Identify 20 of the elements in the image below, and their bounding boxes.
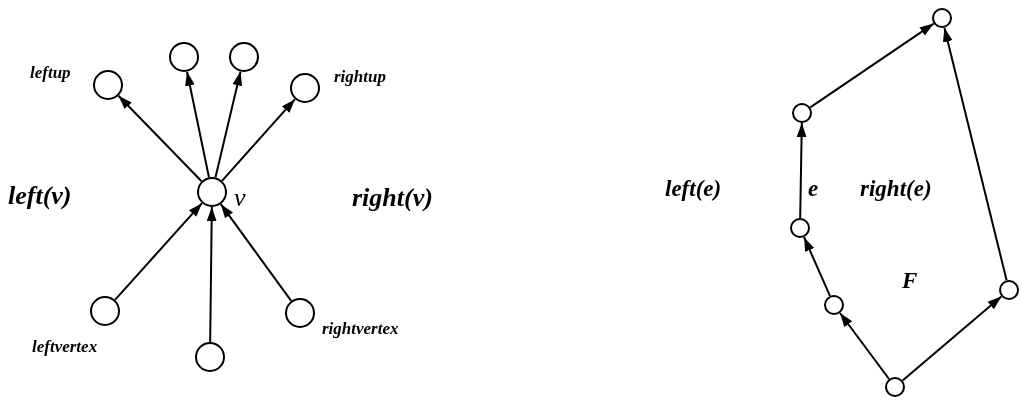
region-label: right(e) <box>860 175 932 203</box>
arrow <box>185 70 210 179</box>
vertex-label: v <box>234 182 246 214</box>
arrow <box>943 26 1008 282</box>
arrow <box>214 70 243 179</box>
vertex-label: rightvertex <box>322 318 399 340</box>
arrow <box>838 312 891 380</box>
arrow <box>221 98 296 182</box>
arrow <box>803 236 831 297</box>
arrow <box>117 94 203 183</box>
vertex-label: rightup <box>334 66 386 88</box>
arrow <box>206 206 217 343</box>
vertex-label: leftvertex <box>32 336 98 358</box>
region-label: right(v) <box>352 182 433 214</box>
vertex-label: leftup <box>30 62 71 84</box>
region-label: left(e) <box>665 175 722 203</box>
region-label: left(v) <box>8 180 72 212</box>
arrow <box>796 122 807 219</box>
region-label: F <box>902 267 918 295</box>
arrow <box>114 202 203 301</box>
